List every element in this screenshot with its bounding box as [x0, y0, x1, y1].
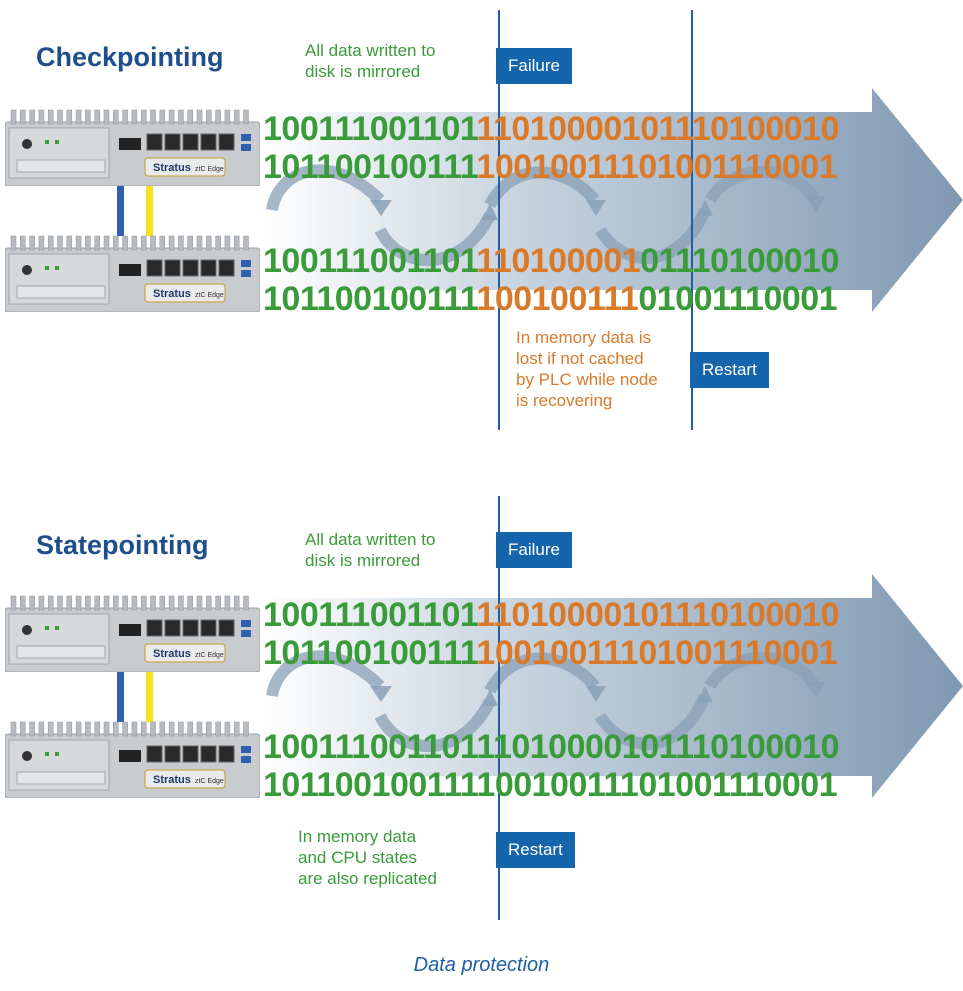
edge-computer-icon: Stratus ztC Edge [4, 721, 261, 799]
failure-marker-line [498, 10, 500, 430]
loop-arrowheads [370, 682, 826, 706]
device-model-label: ztC Edge [195, 778, 224, 785]
bit-segment: 110100001011 [476, 596, 692, 634]
bit-segment: 01110001 [693, 148, 838, 186]
bit-row-secondary-2: 10110010011110010011101001110001 [263, 280, 838, 318]
bit-segment: 10100010 [691, 728, 840, 766]
bit-segment: 110100001011 [476, 110, 692, 148]
top-note: All data written to disk is mirrored [305, 530, 436, 570]
panel-title: Checkpointing [36, 42, 224, 72]
bit-row-primary-1: 10011100110111010000101110100010 [263, 112, 839, 146]
secondary-node-device: Stratus ztC Edge [4, 234, 261, 317]
bit-segment: 01110100010 [640, 242, 839, 280]
restart-badge: Restart [496, 832, 575, 868]
figure-caption: Data protection [413, 954, 550, 976]
bit-segment: 100100111010 [476, 148, 694, 186]
bit-segment: 10100010 [691, 596, 840, 634]
primary-node-device: Stratus ztC Edge [4, 594, 261, 677]
edge-computer-icon: Stratus ztC Edge [4, 595, 261, 673]
bit-row-secondary-1: 10011100110111010000101110100010 [263, 730, 839, 764]
secondary-node-device: Stratus ztC Edge [4, 720, 261, 803]
failure-badge: Failure [496, 532, 572, 568]
bit-row-secondary-1: 10011100110111010000101110100010 [263, 244, 839, 278]
bit-segment: 01110001 [693, 766, 838, 804]
bottom-note: In memory data and CPU states are also r… [298, 827, 437, 888]
bit-segment: 100100111 [476, 280, 639, 318]
bit-segment: 101100100111 [263, 766, 477, 804]
checkpointing-background [117, 88, 963, 312]
link-cable-blue [117, 182, 124, 236]
bottom-note: In memory data is lost if not cached by … [516, 328, 658, 410]
bit-row-primary-2: 10110010011110010011101001110001 [263, 634, 838, 672]
bit-segment: 100111001101 [263, 728, 477, 766]
bit-row-primary-1: 10011100110111010000101110100010 [263, 598, 839, 632]
bit-segment: 101100100111 [263, 634, 477, 672]
statepointing-background [117, 574, 963, 798]
bit-segment: 100100111010 [476, 634, 694, 672]
edge-computer-icon: Stratus ztC Edge [4, 235, 261, 313]
bit-segment: 01001110001 [638, 280, 838, 318]
loop-arrowheads [370, 196, 826, 220]
bit-segment: 100111001101 [263, 110, 477, 148]
primary-node-device: Stratus ztC Edge [4, 108, 261, 191]
restart-badge: Restart [690, 352, 769, 388]
device-model-label: ztC Edge [195, 652, 224, 659]
device-model-label: ztC Edge [195, 292, 224, 299]
bit-segment: 100111001101 [263, 596, 477, 634]
failure-badge: Failure [496, 48, 572, 84]
bit-segment: 110100001 [476, 242, 641, 280]
device-brand-label: Stratus [153, 648, 191, 660]
edge-computer-icon: Stratus ztC Edge [4, 109, 261, 187]
top-note: All data written to disk is mirrored [305, 41, 436, 81]
bit-segment: 110100001011 [476, 728, 692, 766]
checkpointing-panel: Checkpointing All data written to disk i… [0, 0, 963, 470]
panel-title: Statepointing [36, 530, 209, 560]
bit-row-primary-2: 10110010011110010011101001110001 [263, 148, 838, 186]
device-brand-label: Stratus [153, 288, 191, 300]
link-cable-yellow [146, 668, 153, 722]
restart-marker-line [691, 10, 693, 430]
link-cable-blue [117, 668, 124, 722]
bit-row-secondary-2: 10110010011110010011101001110001 [263, 766, 838, 804]
bit-segment: 100100111010 [476, 766, 694, 804]
bit-segment: 100111001101 [263, 242, 477, 280]
bit-segment: 10100010 [691, 110, 840, 148]
bit-segment: 101100100111 [263, 148, 477, 186]
statepointing-panel: Statepointing All data written to disk i… [0, 490, 963, 960]
failure-marker-line [498, 496, 500, 920]
device-brand-label: Stratus [153, 162, 191, 174]
replication-loop-arrows [266, 164, 821, 266]
bit-segment: 01110001 [693, 634, 838, 672]
device-brand-label: Stratus [153, 774, 191, 786]
link-cable-yellow [146, 182, 153, 236]
bit-segment: 101100100111 [263, 280, 477, 318]
device-model-label: ztC Edge [195, 166, 224, 173]
